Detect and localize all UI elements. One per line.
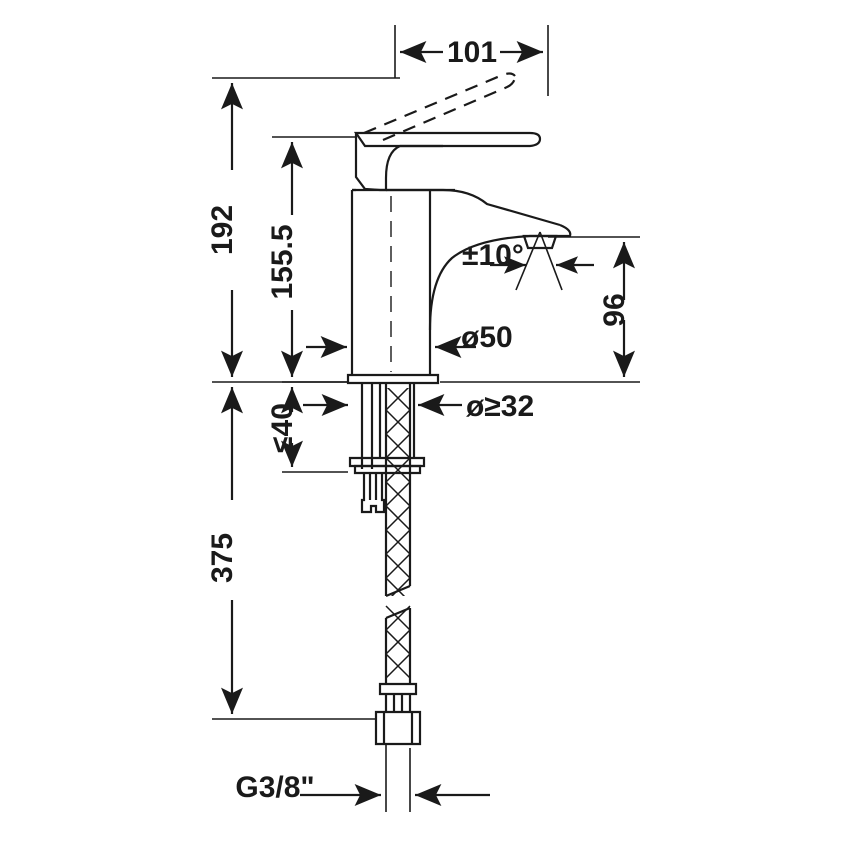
base-flange bbox=[346, 373, 440, 385]
swivel-angle-rays bbox=[515, 231, 563, 291]
extension-lines bbox=[212, 25, 640, 812]
dimension-labels: 101 192 155.5 ±10° 96 ø50 ≤40 ø≥32 375 G… bbox=[206, 36, 631, 804]
connection-nut bbox=[374, 710, 422, 746]
lever-raised-position bbox=[363, 72, 517, 142]
label-swivel-angle: ±10° bbox=[462, 239, 524, 272]
label-below-deck-length: 375 bbox=[206, 533, 239, 583]
label-connection-thread: G3/8" bbox=[235, 771, 314, 804]
label-deck-thickness: ≤40 bbox=[266, 403, 299, 453]
lever-handle bbox=[353, 131, 542, 192]
fixing-stud bbox=[360, 473, 386, 514]
label-outlet-height: 96 bbox=[598, 293, 631, 326]
supply-hose-lower bbox=[384, 605, 412, 684]
label-spout-reach: 101 bbox=[447, 36, 497, 69]
aerator-outlet bbox=[522, 234, 558, 250]
label-body-diameter: ø50 bbox=[461, 321, 513, 354]
spout bbox=[428, 188, 572, 331]
supply-hose-upper bbox=[384, 383, 412, 598]
faucet-outline bbox=[346, 131, 572, 746]
label-overall-height: 192 bbox=[206, 205, 239, 255]
fixing-nut-plate bbox=[348, 456, 426, 475]
hose-collar bbox=[378, 682, 418, 712]
shank-assembly bbox=[360, 383, 416, 469]
label-tap-hole: ø≥32 bbox=[466, 390, 534, 423]
label-lever-top-height: 155.5 bbox=[266, 224, 299, 299]
